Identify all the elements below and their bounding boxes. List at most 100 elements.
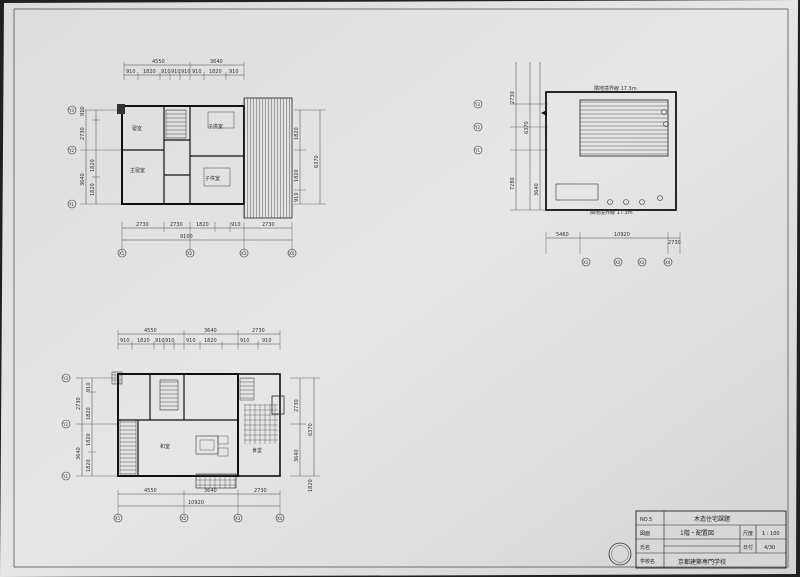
f1-axis-x1: X1 [115, 516, 121, 521]
f1-dim-right-2: 6370 [308, 423, 314, 436]
dim-top-sub-8: 910 [229, 69, 239, 75]
title-scale-value: 1 : 100 [762, 531, 780, 537]
f1-dim-bottom-3: 2730 [254, 488, 267, 494]
f1-dim-bottom-total: 10920 [188, 500, 204, 506]
title-drawing-label: 図面 [640, 531, 650, 537]
dim-bottom-4: 910 [231, 222, 241, 228]
f1-dim-top-sub-7: 910 [240, 338, 250, 344]
dim-left-5: 1820 [90, 183, 96, 196]
title-school-name: 京都建築専門学校 [678, 558, 726, 566]
site-dim-left-3: 7280 [510, 177, 516, 190]
f1-dim-left-6: 1820 [86, 459, 92, 472]
f1-dim-left-2: 910 [86, 382, 92, 392]
f1-dim-top-sub-5: 910 [186, 338, 196, 344]
title-date-label: 日付 [743, 544, 753, 551]
f1-dim-left-4: 3640 [76, 447, 82, 460]
room-label: 食堂 [252, 447, 262, 454]
dim-bottom-3: 1820 [196, 222, 209, 228]
dim-top-sub-4: 910 [171, 69, 181, 75]
dim-bottom-total: 9100 [180, 234, 193, 240]
f1-dim-left-5: 1820 [86, 433, 92, 446]
site-dim-bottom-3: 2730 [668, 240, 681, 246]
f1-axis-y2: Y2 [62, 422, 68, 427]
title-block: NO.5 木造住宅課題 図面 1階・配置図 尺度 1 : 100 氏名 日付 4… [608, 510, 787, 569]
title-project: 木造住宅課題 [694, 515, 730, 523]
title-date-value: 4/30 [764, 545, 775, 551]
site-axis-x4: X4 [665, 260, 671, 265]
title-no-label: NO.5 [640, 517, 652, 523]
f1-axis-y1: Y1 [62, 474, 68, 479]
f1-dim-top-sub-3: 910 [155, 338, 165, 344]
site-axis-x3: X3 [639, 260, 645, 265]
site-note: 隣地境界線 17.3m [590, 209, 633, 216]
site-axis-x2: X2 [615, 260, 621, 265]
site-dim-left-1: 2730 [510, 91, 516, 104]
room-label: 主寝室 [130, 167, 145, 174]
dim-right-3: 1820 [294, 169, 300, 182]
axis-x3: X3 [241, 251, 247, 256]
f1-axis-y3: Y3 [62, 376, 68, 381]
floor-plan-1: 4550 3640 910 1820 910 910 910 910 1820 … [67, 59, 326, 258]
f1-dim-bottom-2: 3640 [204, 488, 217, 494]
room-label: 子供室 [205, 175, 220, 182]
axis-y3: Y3 [68, 108, 74, 113]
dim-top-sub-6: 910 [192, 69, 202, 75]
site-axis-y3: Y3 [474, 102, 480, 107]
f1-dim-top-sub-1: 910 [120, 338, 130, 344]
dim-top-1: 4550 [152, 59, 165, 65]
f1-axis-x2: X2 [181, 516, 187, 521]
f1-dim-top-2: 3640 [204, 328, 217, 334]
dim-left-4: 3640 [80, 173, 86, 186]
axis-x4: X4 [289, 251, 295, 256]
dim-top-sub-3: 910 [161, 69, 171, 75]
title-school-label: 学校名 [640, 558, 655, 565]
f1-dim-right-4: 1820 [308, 479, 314, 492]
site-plan: 隣地境界線 17.3m 隣地境界線 17.3m 2730 6370 7280 3… [473, 62, 681, 267]
f1-dim-left-3: 1820 [86, 407, 92, 420]
dim-top-sub-1: 910 [126, 69, 136, 75]
floor-plan-3: 4550 3640 2730 910 1820 910 910 910 1820… [61, 328, 320, 523]
axis-x1: X1 [119, 251, 125, 256]
f1-axis-x3: X3 [235, 516, 241, 521]
dim-right-2: 6370 [314, 155, 320, 168]
site-dim-bottom-1: 5460 [556, 232, 569, 238]
site-axis-y1: Y1 [474, 148, 480, 153]
school-stamp [608, 542, 632, 566]
dim-bottom-2: 2730 [170, 222, 183, 228]
title-scale-label: 尺度 [743, 530, 753, 537]
dim-bottom-1: 2730 [136, 222, 149, 228]
site-dim-left-2: 6370 [524, 121, 530, 134]
room-label: 和室 [160, 443, 170, 450]
dim-top-sub-7: 1820 [209, 69, 222, 75]
f1-dim-top-sub-8: 910 [262, 338, 272, 344]
f1-dim-top-1: 4550 [144, 328, 157, 334]
f1-axis-x4: X4 [277, 516, 283, 521]
dim-top-sub-2: 1820 [143, 69, 156, 75]
room-label: 子供室 [208, 123, 223, 130]
dim-bottom-5: 2730 [262, 222, 275, 228]
f1-dim-right-1: 2730 [294, 399, 300, 412]
f1-dim-top-sub-2: 1820 [137, 338, 150, 344]
title-drawing-name: 1階・配置図 [680, 529, 714, 537]
room-label: 寝室 [132, 125, 142, 132]
axis-y1: Y1 [68, 202, 74, 207]
dim-right-4: 910 [294, 192, 300, 202]
dim-right-1: 1820 [294, 127, 300, 140]
title-name-label: 氏名 [640, 544, 650, 551]
site-dim-bottom-2: 10920 [614, 232, 630, 238]
sheet-border [13, 8, 789, 568]
f1-dim-top-sub-6: 1820 [204, 338, 217, 344]
dim-left-1: 910 [80, 106, 86, 116]
site-dim-left-4: 3640 [534, 183, 540, 196]
balcony-deck [243, 97, 293, 219]
site-note: 隣地境界線 17.3m [594, 85, 637, 92]
axis-y2: Y2 [68, 148, 74, 153]
site-axis-x1: X1 [583, 260, 589, 265]
dim-top-2: 3640 [210, 59, 223, 65]
site-axis-y2: Y2 [474, 125, 480, 130]
f1-dim-top-sub-4: 910 [165, 338, 175, 344]
f1-dim-bottom-1: 4550 [144, 488, 157, 494]
f1-dim-right-3: 3640 [294, 449, 300, 462]
